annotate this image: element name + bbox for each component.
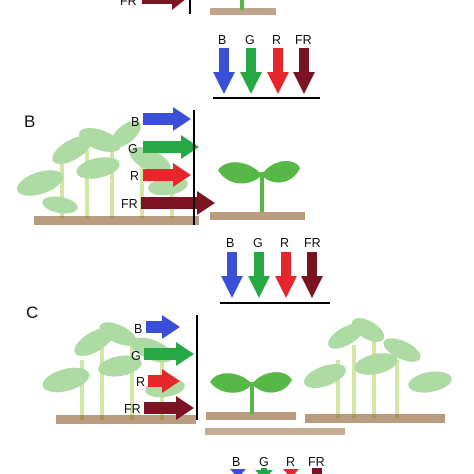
panel-b-blue-down-arrow-icon — [221, 252, 243, 298]
panel-a-top-label-g: G — [245, 33, 255, 47]
panel-c-right-plant-icon — [304, 318, 452, 418]
panel-b-top-label-g: G — [253, 236, 263, 250]
panel-a-blue-down-arrow-icon — [213, 48, 235, 94]
panel-c-top-label-r: R — [286, 455, 295, 469]
panel-a-top-label-fr: FR — [295, 33, 312, 47]
panel-c-side-label-r: R — [136, 375, 145, 389]
panel-a-far-red-side-arrow — [142, 0, 185, 10]
panel-b-side-label-r: R — [130, 169, 139, 183]
panel-b-far-red-side-arrow-icon — [141, 191, 215, 215]
panel-c-soil — [56, 412, 445, 435]
panel-c-green-side-arrow-icon — [144, 342, 194, 366]
panel-b-soil — [34, 212, 305, 225]
panel-a-top-label-b: B — [218, 33, 226, 47]
panel-a-top-arrows: B G R FR — [213, 33, 320, 99]
panel-b-red-side-arrow-icon — [143, 163, 191, 187]
panel-b-side-arrows: B G R FR — [121, 107, 215, 215]
panel-a-green-down-arrow-icon — [240, 48, 262, 94]
panel-c-blue-down-arrow-icon — [230, 469, 246, 474]
panel-b-green-side-arrow-icon — [143, 135, 199, 159]
panel-c-top-label-g: G — [259, 455, 269, 469]
panel-a-top-label-r: R — [272, 33, 281, 47]
panel-a-fr-side-label: FR — [120, 0, 137, 8]
panel-b-side-label-fr: FR — [121, 197, 138, 211]
panel-c-green-down-arrow-icon — [255, 468, 273, 474]
panel-b: B B G — [16, 107, 330, 304]
panel-a: FR B G R FR — [120, 0, 320, 99]
panel-c-far-red-side-arrow-icon — [144, 396, 194, 420]
panel-c-side-label-b: B — [134, 322, 142, 336]
panel-c-letter: C — [26, 303, 38, 322]
panel-b-seedling-icon — [218, 160, 300, 212]
panel-b-top-label-b: B — [226, 236, 234, 250]
panel-c-side-label-fr: FR — [124, 402, 141, 416]
panel-b-side-label-b: B — [131, 115, 139, 129]
panel-c-top-label-b: B — [232, 455, 240, 469]
panel-c-top-arrows: B G R FR — [230, 455, 325, 474]
panel-b-top-label-fr: FR — [304, 236, 321, 250]
panel-b-red-down-arrow-icon — [275, 252, 297, 298]
panel-c-seedling-icon — [210, 372, 292, 414]
panel-c-side-arrows: B G R FR — [124, 315, 194, 420]
panel-b-top-label-r: R — [280, 236, 289, 250]
panel-b-far-red-down-arrow-icon — [301, 252, 323, 298]
panel-c-red-side-arrow-icon — [148, 369, 180, 393]
panel-c-blue-side-arrow-icon — [146, 315, 180, 339]
panel-b-green-down-arrow-icon — [248, 252, 270, 298]
panel-c: C — [26, 303, 452, 474]
panel-c-red-down-arrow-icon — [283, 469, 299, 474]
panel-a-red-down-arrow-icon — [267, 48, 289, 94]
panel-b-top-arrows: B G R FR — [220, 236, 330, 304]
panel-b-blue-side-arrow-icon — [143, 107, 191, 131]
panel-a-far-red-down-arrow-icon — [293, 48, 315, 94]
panel-c-top-label-fr: FR — [308, 455, 325, 469]
panel-c-side-label-g: G — [131, 349, 141, 363]
panel-b-side-label-g: G — [128, 142, 138, 156]
panel-a-seedling-icon — [210, 0, 276, 15]
panel-b-letter: B — [24, 112, 35, 131]
panel-c-far-red-down-arrow-icon — [312, 468, 322, 474]
